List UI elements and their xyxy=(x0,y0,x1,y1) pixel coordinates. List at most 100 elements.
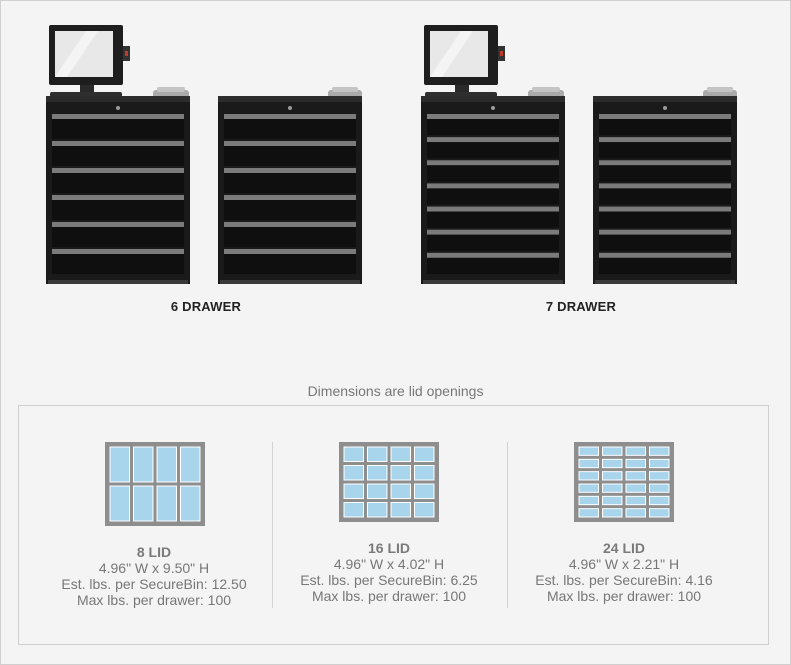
drawer-handle xyxy=(427,252,559,258)
drawer-handle xyxy=(427,137,559,143)
lid-cell xyxy=(133,446,154,483)
lid-cell xyxy=(133,485,154,522)
lid-dimensions: 4.96" W x 9.50" H xyxy=(98,560,210,576)
lid-max-weight: Max lbs. per drawer: 100 xyxy=(311,588,467,604)
lid-cell xyxy=(414,446,435,462)
lid-dimensions: 4.96" W x 2.21" H xyxy=(568,556,680,572)
drawer-handle xyxy=(52,249,184,254)
cabinet-label-7-drawer: 7 DRAWER xyxy=(545,299,617,314)
drawer-handle xyxy=(599,183,731,189)
lid-title: 16 LID xyxy=(367,540,410,556)
drawer-handle xyxy=(224,249,356,254)
lid-est-weight: Est. lbs. per SecureBin: 6.25 xyxy=(300,572,478,588)
drawer-handle xyxy=(224,114,356,119)
lid-cell xyxy=(156,485,177,522)
lid-cell xyxy=(156,446,177,483)
lid-cell xyxy=(602,446,623,456)
lid-cell xyxy=(367,465,388,481)
drawer-handle xyxy=(52,114,184,119)
lid-cell xyxy=(625,483,646,493)
drawer-handle xyxy=(52,222,184,227)
lid-24-grid-image xyxy=(574,442,674,522)
lid-cell xyxy=(578,471,599,481)
lid-cell xyxy=(414,502,435,518)
lid-cell xyxy=(602,471,623,481)
lid-title: 24 LID xyxy=(602,540,645,556)
lid-cell xyxy=(649,495,670,506)
lid-est-weight: Est. lbs. per SecureBin: 4.16 xyxy=(535,572,713,588)
cabinet-body xyxy=(218,87,362,284)
lid-cell xyxy=(578,483,599,493)
drawer-handle xyxy=(599,229,731,235)
drawer-handle xyxy=(427,229,559,235)
lid-cell xyxy=(343,483,364,499)
lid-8-grid-image xyxy=(105,442,205,526)
lid-cell xyxy=(578,458,599,469)
divider xyxy=(507,442,508,608)
drawer-handle xyxy=(224,168,356,173)
drawer-handle xyxy=(224,141,356,146)
lid-cell xyxy=(625,508,646,518)
lid-cell xyxy=(180,446,201,483)
lid-cell xyxy=(390,465,411,481)
lid-cell xyxy=(390,502,411,518)
cabinet-body xyxy=(46,96,190,284)
lid-cell xyxy=(649,458,670,469)
cabinet-label-6-drawer: 6 DRAWER xyxy=(170,299,242,314)
dimensions-caption: Dimensions are lid openings xyxy=(307,383,484,399)
lid-cell xyxy=(602,458,623,469)
lid-cell xyxy=(109,485,130,522)
lid-cell xyxy=(602,483,623,493)
drawer-handle xyxy=(427,114,559,119)
lid-cell xyxy=(109,446,130,483)
cabinet-group-6-drawer xyxy=(46,23,366,285)
divider xyxy=(272,442,273,608)
drawer-handle xyxy=(52,168,184,173)
drawer-handle xyxy=(427,206,559,212)
drawer-handle xyxy=(52,195,184,200)
lid-cell xyxy=(649,508,670,518)
lid-cell xyxy=(625,495,646,506)
lid-cell xyxy=(649,483,670,493)
lid-cell xyxy=(414,483,435,499)
lid-cell xyxy=(367,483,388,499)
lid-cell xyxy=(625,471,646,481)
lid-cell xyxy=(390,483,411,499)
drawer-handle xyxy=(599,206,731,212)
lid-cell xyxy=(414,465,435,481)
drawer-handle xyxy=(52,141,184,146)
lid-cell xyxy=(602,508,623,518)
drawer-handle xyxy=(427,183,559,189)
lid-max-weight: Max lbs. per drawer: 100 xyxy=(546,588,702,604)
drawer-handle xyxy=(599,252,731,258)
cabinet-7-drawer-image xyxy=(421,25,737,284)
lid-cell xyxy=(625,458,646,469)
lid-cell xyxy=(602,495,623,506)
drawer-handle xyxy=(599,114,731,119)
lid-cell xyxy=(578,446,599,456)
drawer-handle xyxy=(224,222,356,227)
lid-cell xyxy=(343,502,364,518)
lid-options-panel: 8 LID 4.96" W x 9.50" H Est. lbs. per Se… xyxy=(18,405,769,645)
cabinet-body xyxy=(421,96,565,284)
lid-title: 8 LID xyxy=(136,544,172,560)
cabinet-6-drawer-image xyxy=(46,25,362,284)
monitor-icon xyxy=(421,25,565,102)
drawer-handle xyxy=(224,195,356,200)
lid-cell xyxy=(343,465,364,481)
lid-cell xyxy=(649,471,670,481)
lid-cell xyxy=(367,502,388,518)
lid-cell xyxy=(578,495,599,506)
lid-16-grid-image xyxy=(339,442,439,522)
lid-cell xyxy=(578,508,599,518)
lid-max-weight: Max lbs. per drawer: 100 xyxy=(76,592,232,608)
drawer-handle xyxy=(427,160,559,166)
cabinet-group-7-drawer xyxy=(421,23,741,285)
cabinet-body xyxy=(593,87,737,284)
lid-est-weight: Est. lbs. per SecureBin: 12.50 xyxy=(61,576,247,592)
lid-dimensions: 4.96" W x 4.02" H xyxy=(333,556,445,572)
lid-cell xyxy=(180,485,201,522)
drawer-handle xyxy=(599,160,731,166)
lid-cell xyxy=(390,446,411,462)
drawer-handle xyxy=(599,137,731,143)
